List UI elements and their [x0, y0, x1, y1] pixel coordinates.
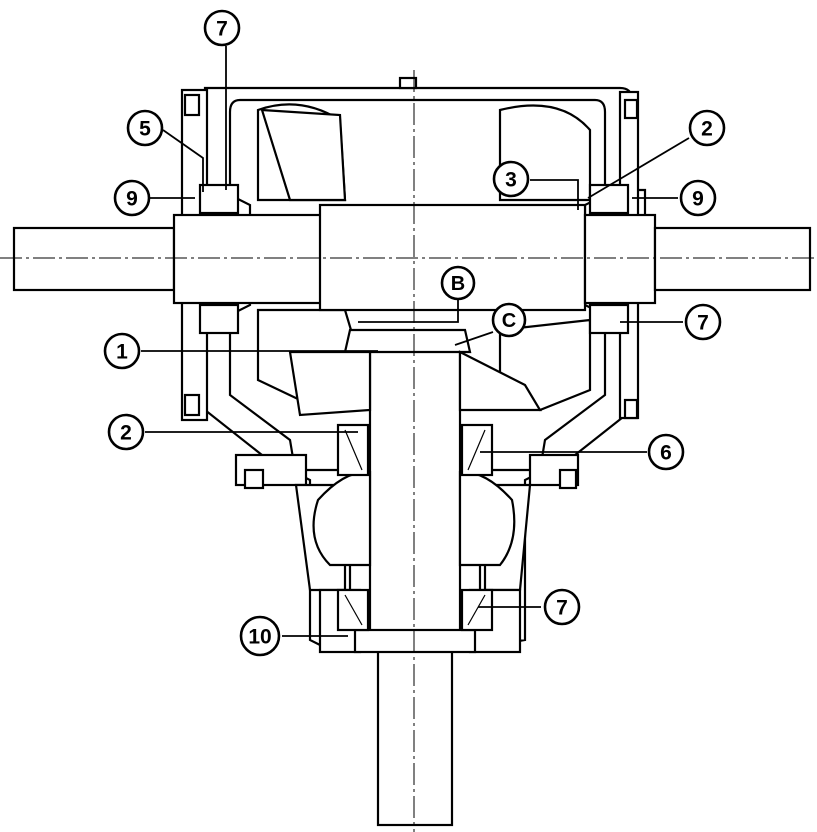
callout-10: 10: [239, 615, 281, 657]
callout-6: 6: [647, 433, 685, 471]
callout-7-bottom: 7: [543, 588, 581, 626]
callout-label: 5: [139, 118, 151, 141]
callout-label: C: [502, 310, 516, 332]
callout-9-right: 9: [679, 179, 717, 217]
callout-label: 7: [216, 18, 228, 41]
callout-label: 2: [120, 422, 132, 445]
callout-B: B: [440, 265, 476, 301]
callout-7-top: 7: [203, 9, 241, 47]
callout-label: 9: [126, 188, 138, 211]
bearings: [198, 183, 630, 632]
callout-3: 3: [492, 160, 530, 198]
callout-2-right: 2: [688, 109, 726, 147]
callout-9-left: 9: [113, 179, 151, 217]
bolts: [183, 76, 639, 490]
callout-label: B: [451, 273, 465, 295]
callout-label: 2: [701, 118, 713, 141]
callout-label: 7: [697, 312, 709, 335]
bevel-gears: [260, 108, 542, 417]
callout-label: 9: [692, 188, 704, 211]
callout-5: 5: [126, 109, 164, 147]
leader-lines: [141, 46, 690, 637]
vertical-shaft: [312, 328, 516, 827]
callout-7-right: 7: [684, 303, 722, 341]
callout-label: 1: [116, 341, 128, 364]
callout-label: 7: [556, 597, 568, 620]
callout-label: 3: [505, 169, 517, 192]
callout-1: 1: [103, 332, 141, 370]
callout-C: C: [491, 302, 527, 338]
callout-label: 10: [248, 626, 271, 649]
callout-label: 6: [660, 442, 672, 465]
callout-2-left: 2: [107, 413, 145, 451]
